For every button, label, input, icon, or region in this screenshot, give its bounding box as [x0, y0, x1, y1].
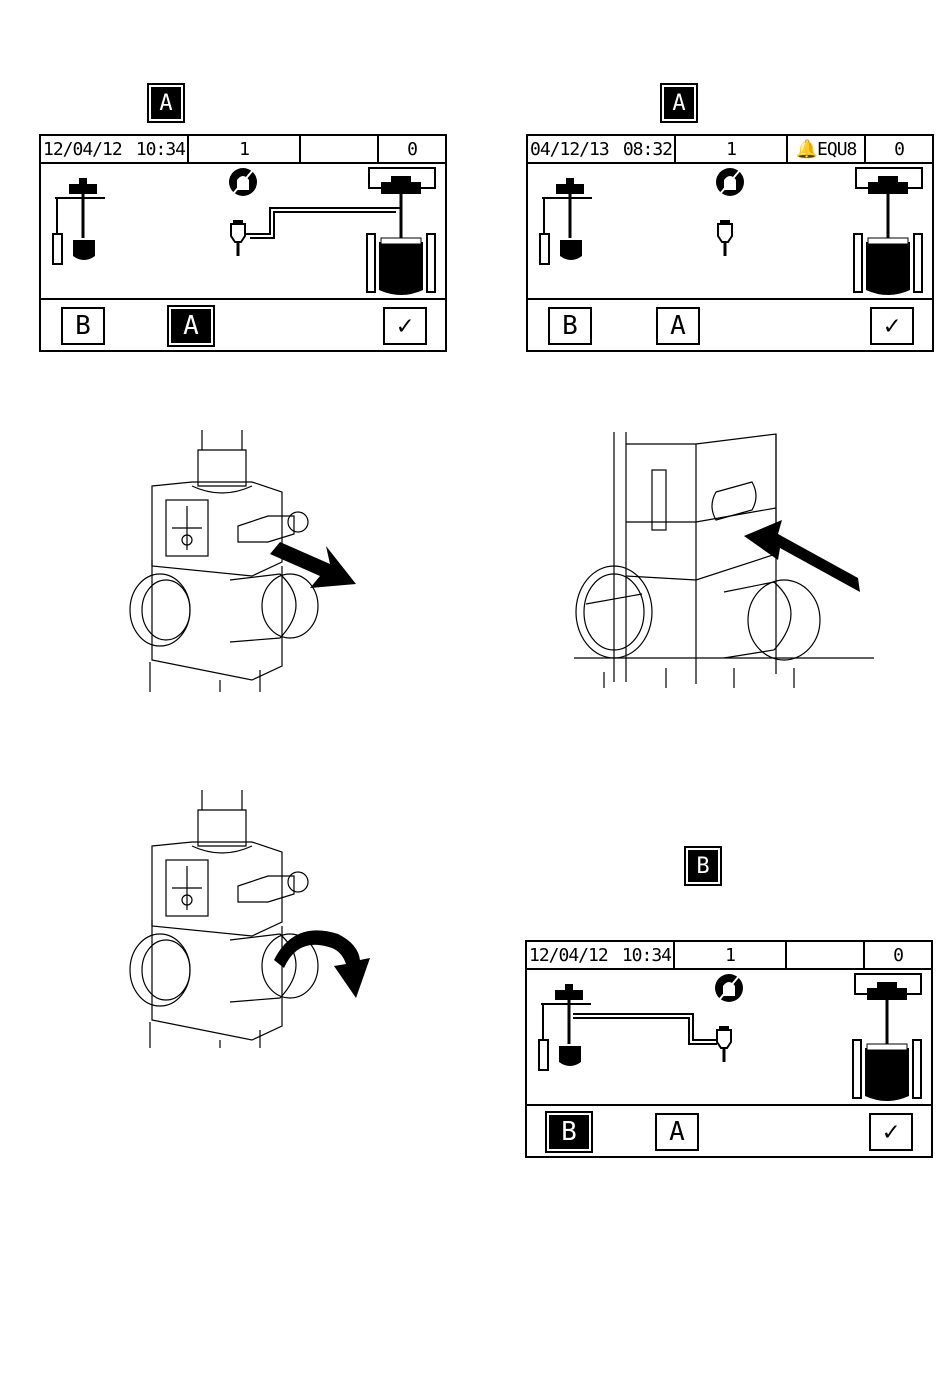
pull-arrow-icon [270, 542, 356, 588]
pump-b-icon [539, 984, 591, 1070]
display-screen-2: 04/12/13 08:32 1 🔔EQU8 0 [526, 134, 934, 352]
alarm-field: 🔔EQU8 [788, 136, 866, 162]
cycle-text: 0 [866, 136, 932, 162]
pump-a-icon [854, 168, 922, 295]
count-text: 1 [676, 136, 788, 162]
softkey-a-button[interactable]: A [169, 307, 213, 345]
status-bar: 12/04/12 10:34 1 0 [527, 942, 931, 970]
valve-rotate-illustration [120, 790, 370, 1048]
count-text: 1 [189, 136, 301, 162]
valve-port-illustration [574, 432, 874, 688]
pump-diagram [527, 970, 931, 1108]
date-text: 12/04/12 [43, 139, 122, 160]
pump-b-icon [540, 178, 592, 264]
gun-icon [717, 1026, 731, 1062]
alarm-code-text: EQU8 [817, 139, 856, 160]
softkey-bar: B A ✓ [528, 298, 932, 350]
pump-diagram [528, 164, 932, 302]
accept-button[interactable]: ✓ [869, 1113, 913, 1151]
date-time: 04/12/13 08:32 [528, 136, 676, 162]
key-a-icon-top-right: A [662, 85, 696, 121]
gun-icon [718, 220, 732, 256]
date-time: 12/04/12 10:34 [527, 942, 675, 968]
pointer-arrow-icon [744, 520, 860, 592]
softkey-bar: B A ✓ [41, 298, 445, 350]
pump-a-icon [853, 974, 921, 1101]
date-text: 04/12/13 [530, 139, 609, 160]
cycle-text: 0 [379, 136, 445, 162]
status-bar: 12/04/12 10:34 1 0 [41, 136, 445, 164]
date-time: 12/04/12 10:34 [41, 136, 189, 162]
status-bar: 04/12/13 08:32 1 🔔EQU8 0 [528, 136, 932, 164]
alarm-mute-icon [229, 168, 257, 196]
alarm-bell-icon: 🔔 [796, 139, 817, 160]
softkey-b-button[interactable]: B [61, 307, 105, 345]
softkey-bar: B A ✓ [527, 1104, 931, 1156]
display-screen-1: 12/04/12 10:34 1 0 [39, 134, 447, 352]
pump-a-icon [367, 168, 435, 295]
pump-b-icon [53, 178, 105, 264]
softkey-a-button[interactable]: A [655, 1113, 699, 1151]
alarm-field [301, 136, 379, 162]
time-text: 10:34 [136, 139, 185, 160]
softkey-b-button[interactable]: B [548, 307, 592, 345]
time-text: 10:34 [622, 945, 671, 966]
alarm-mute-icon [715, 974, 743, 1002]
accept-button[interactable]: ✓ [870, 307, 914, 345]
alarm-field [787, 942, 865, 968]
cycle-text: 0 [865, 942, 931, 968]
key-b-icon-bottom-right: B [686, 848, 720, 884]
key-a-icon-top-left: A [149, 85, 183, 121]
alarm-mute-icon [716, 168, 744, 196]
date-text: 12/04/12 [529, 945, 608, 966]
time-text: 08:32 [623, 139, 672, 160]
count-text: 1 [675, 942, 787, 968]
display-screen-3: 12/04/12 10:34 1 0 [525, 940, 933, 1158]
softkey-a-button[interactable]: A [656, 307, 700, 345]
gun-icon [231, 220, 245, 256]
accept-button[interactable]: ✓ [383, 307, 427, 345]
valve-pull-pin-illustration [120, 430, 370, 692]
pump-diagram [41, 164, 445, 302]
softkey-b-button[interactable]: B [547, 1113, 591, 1151]
